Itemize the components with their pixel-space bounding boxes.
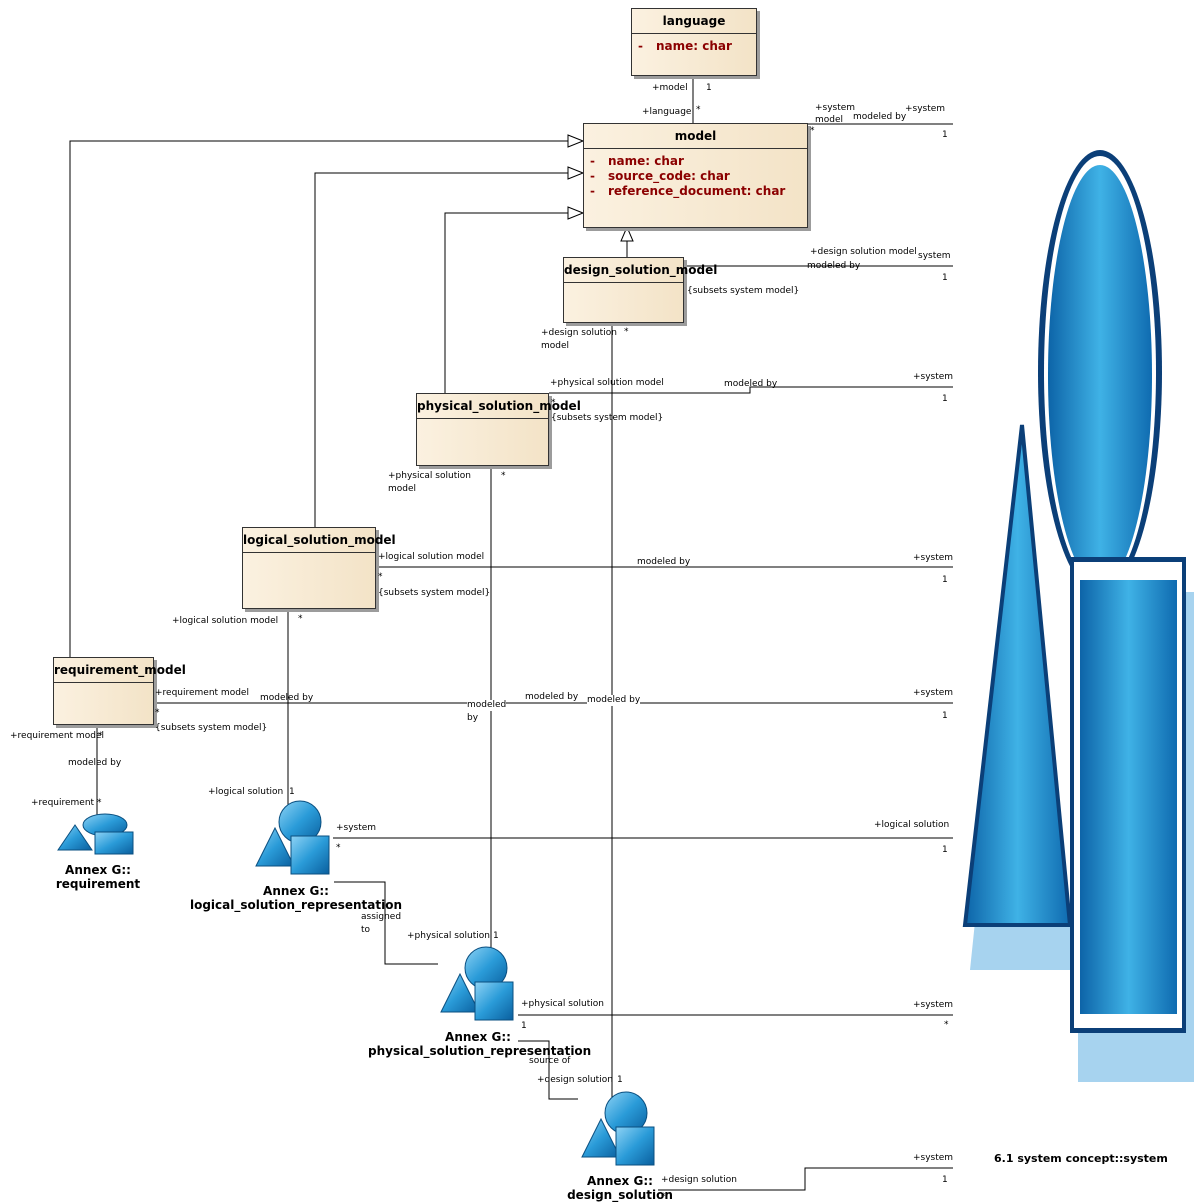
multiplicity-label: 1: [942, 1175, 948, 1185]
multiplicity-label: *: [661, 1192, 666, 1202]
multiplicity-label: *: [298, 614, 303, 624]
association-name: modeled: [467, 700, 507, 711]
class-requirement-model-name: requirement_model: [54, 658, 186, 683]
role-label: +system: [815, 103, 856, 113]
association-name: modeled by: [807, 261, 861, 271]
multiplicity-label: *: [810, 126, 815, 136]
multiplicity-label: 1: [493, 931, 499, 941]
association-name: modeled by: [724, 379, 778, 389]
design-actor-icon: [581, 1091, 655, 1166]
class-requirement-model[interactable]: requirement_model: [53, 657, 186, 725]
connector-lines: [69, 76, 953, 1191]
class-model-name: model: [584, 124, 807, 149]
association-name: by: [467, 713, 479, 723]
constraint-label: {subsets system model}: [155, 723, 268, 733]
class-language-name: language: [632, 9, 756, 34]
system-actor-icon: [962, 150, 1194, 1082]
role-label: +system: [913, 1000, 954, 1010]
association-name: assigned: [361, 912, 402, 922]
role-label: +language: [642, 107, 692, 117]
attribute-row: -name: char: [590, 154, 684, 168]
actor-requirement-label: Annex G::requirement: [55, 863, 141, 891]
role-label: +logical solution: [208, 787, 284, 797]
role-label: system: [918, 251, 951, 261]
role-label: +system: [913, 1153, 954, 1163]
association-name: modeled by: [853, 112, 907, 122]
role-label: model: [541, 341, 570, 351]
requirement-actor-icon: [57, 813, 134, 855]
role-label: +physical solution model: [550, 378, 664, 388]
physical-actor-icon: [440, 946, 514, 1021]
association-name: modeled by: [68, 758, 122, 768]
constraint-label: {subsets system model}: [378, 588, 491, 598]
multiplicity-label: *: [501, 471, 506, 481]
class-model[interactable]: model -name: char -source_code: char -re…: [583, 123, 808, 228]
attribute-row: -name: char: [638, 39, 732, 53]
logical-actor-icon: [255, 800, 330, 875]
association-name: modeled by: [637, 557, 691, 567]
multiplicity-label: 1: [942, 130, 948, 140]
role-label: +design solution: [661, 1175, 737, 1185]
actor-physical-label: Annex G::physical_solution_representatio…: [368, 1030, 592, 1058]
role-label: +physical solution: [388, 471, 471, 481]
generalization-arrows: [567, 134, 634, 242]
role-label: +logical solution: [874, 820, 950, 830]
class-logical-solution-model-name: logical_solution_model: [243, 528, 396, 553]
role-label: +logical solution model: [378, 552, 485, 562]
constraint-label: {subsets system model}: [551, 413, 664, 423]
role-label: +physical solution: [521, 999, 604, 1009]
role-label: +model: [652, 83, 688, 93]
role-label: +system: [913, 688, 954, 698]
role-label: +requirement model: [10, 731, 104, 741]
attribute-row: -source_code: char: [590, 169, 730, 183]
association-name: modeled by: [587, 695, 641, 706]
role-label: +system: [913, 553, 954, 563]
constraint-label: {subsets system model}: [687, 286, 800, 296]
class-design-solution-model[interactable]: design_solution_model: [563, 257, 717, 323]
role-label: model: [388, 484, 417, 494]
role-label: +design solution: [541, 328, 617, 338]
multiplicity-label: 1: [942, 273, 948, 283]
multiplicity-label: *: [97, 798, 102, 808]
multiplicity-label: *: [696, 105, 701, 115]
class-logical-solution-model[interactable]: logical_solution_model: [242, 527, 396, 609]
class-physical-solution-model-name: physical_solution_model: [417, 394, 581, 419]
multiplicity-label: 1: [942, 711, 948, 721]
actor-design-label: Annex G::design_solution: [567, 1174, 673, 1202]
multiplicity-label: *: [551, 398, 556, 408]
association-name: modeled by: [525, 692, 579, 702]
role-label: +requirement model: [155, 688, 249, 698]
role-label: +system: [336, 823, 377, 833]
multiplicity-label: *: [98, 731, 103, 741]
multiplicity-label: 1: [521, 1021, 527, 1031]
multiplicity-label: *: [336, 843, 341, 853]
association-name: modeled by: [260, 693, 314, 703]
role-label: model: [815, 115, 844, 125]
attribute-row: -reference_document: char: [590, 184, 786, 198]
role-label: +design solution: [537, 1075, 613, 1085]
multiplicity-label: *: [944, 1020, 949, 1030]
multiplicity-label: 1: [942, 845, 948, 855]
role-label: +system: [913, 372, 954, 382]
class-physical-solution-model[interactable]: physical_solution_model: [416, 393, 581, 466]
role-label: +physical solution: [407, 931, 490, 941]
multiplicity-label: 1: [942, 394, 948, 404]
role-label: +requirement: [31, 798, 95, 808]
role-label: +logical solution model: [172, 616, 279, 626]
role-label: +system: [905, 104, 946, 114]
class-design-solution-model-name: design_solution_model: [564, 258, 717, 283]
multiplicity-label: *: [624, 327, 629, 337]
role-label: +design solution model: [810, 247, 917, 257]
association-name: to: [361, 925, 371, 935]
actor-logical-label: Annex G::logical_solution_representation: [189, 884, 403, 912]
class-language[interactable]: language -name: char: [631, 8, 757, 76]
multiplicity-label: 1: [289, 787, 295, 797]
multiplicity-label: 1: [617, 1075, 623, 1085]
multiplicity-label: 1: [942, 575, 948, 585]
system-actor-label: 6.1 system concept::system: [994, 1152, 1168, 1165]
multiplicity-label: *: [378, 572, 383, 582]
association-name: source of: [529, 1056, 571, 1066]
multiplicity-label: *: [155, 708, 160, 718]
multiplicity-label: 1: [706, 83, 712, 93]
